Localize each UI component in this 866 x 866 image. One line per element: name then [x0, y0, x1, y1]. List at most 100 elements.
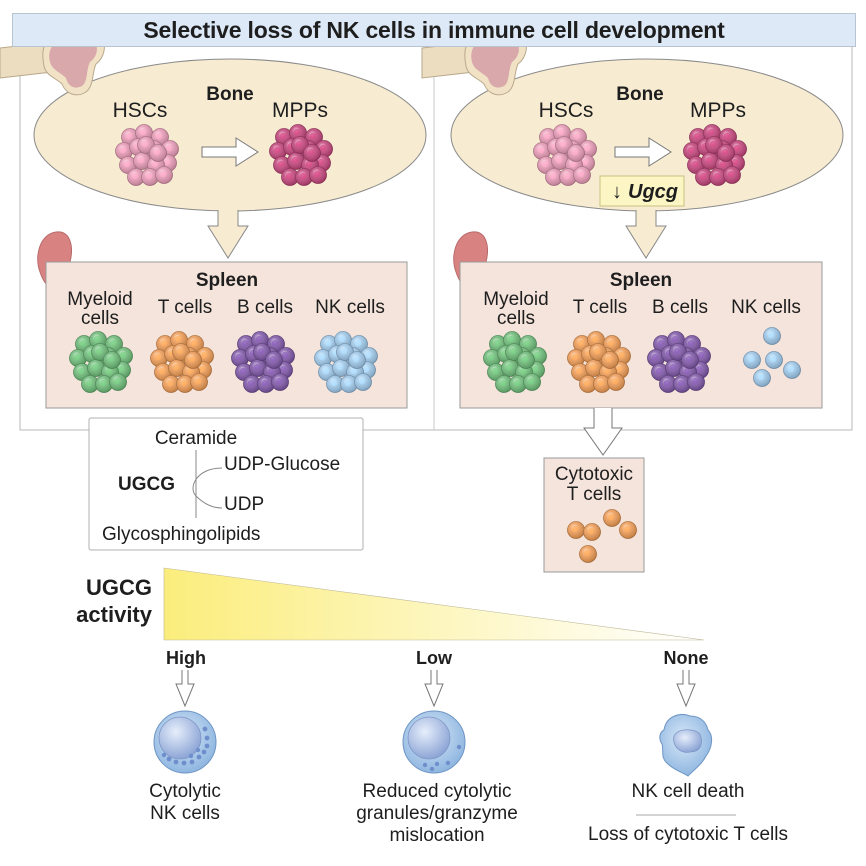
cell-core — [277, 160, 285, 168]
cell-core — [160, 339, 168, 347]
hsc-cluster — [115, 124, 179, 186]
ugcg-down-badge — [599, 175, 685, 207]
cell-core — [77, 367, 85, 375]
cell-core — [261, 379, 269, 387]
ceramide-label: Ceramide — [155, 428, 237, 449]
cell-core — [533, 351, 541, 359]
nk-cell-cluster — [314, 331, 378, 393]
bone-to-spleen-arrow — [207, 210, 249, 259]
activity-wedge — [163, 567, 705, 641]
cell-core — [731, 158, 739, 166]
cell-core — [318, 353, 326, 361]
cell-core — [571, 148, 579, 156]
spleen-label: Spleen — [196, 270, 258, 291]
cell-core — [505, 363, 513, 371]
nk-cells-label: NK cells — [315, 297, 385, 318]
cell-core — [623, 525, 631, 533]
t-cells-label: T cells — [158, 297, 213, 318]
cell-core — [137, 156, 145, 164]
cell-core — [200, 351, 208, 359]
level-low-label: Low — [416, 648, 453, 668]
cell-core — [607, 339, 615, 347]
cell-core — [577, 339, 585, 347]
cell-core — [155, 132, 163, 140]
cytotoxic-label-line1: Cytotoxic — [555, 464, 633, 485]
outcome-high-line2: NK cells — [150, 803, 220, 824]
outcome-none-extra: Loss of cytotoxic T cells — [588, 824, 788, 845]
cell-core — [733, 144, 741, 152]
ugcg-gene-label: Ugcg — [628, 181, 678, 203]
cell-core — [279, 132, 287, 140]
cell-core — [285, 172, 293, 180]
myeloid-cluster — [69, 331, 133, 393]
myeloid-label-line1: Myeloid — [483, 289, 548, 310]
cell-core — [691, 160, 699, 168]
cell-core — [85, 379, 93, 387]
outcome-low-line3: mislocation — [389, 825, 484, 846]
cell-core — [107, 355, 115, 363]
cell-core — [271, 339, 279, 347]
cell-core — [151, 160, 159, 168]
mpp-cluster — [269, 124, 333, 186]
myeloid-label-line2: cells — [81, 308, 119, 329]
cell-core — [354, 339, 362, 347]
cell-core — [105, 367, 113, 375]
cell-core — [91, 363, 99, 371]
spleen-label: Spleen — [610, 270, 672, 291]
reaction-box-frame — [88, 417, 364, 551]
cell-core — [593, 347, 601, 355]
cell-core — [571, 353, 579, 361]
cell-core — [269, 355, 277, 363]
cell-core — [655, 367, 663, 375]
cell-core — [109, 339, 117, 347]
cell-core — [239, 367, 247, 375]
spleen-to-cytotoxic-arrow — [583, 408, 623, 456]
cell-core — [291, 156, 299, 164]
b-cell-cluster — [647, 331, 711, 393]
cell-core — [131, 172, 139, 180]
cell-core — [491, 367, 499, 375]
cell-core — [344, 379, 352, 387]
cosubstrate-arc — [192, 467, 223, 509]
cell-core — [569, 160, 577, 168]
cell-core — [571, 525, 579, 533]
udp-label: UDP — [224, 494, 264, 515]
cell-core — [677, 379, 685, 387]
cell-core — [305, 160, 313, 168]
cell-core — [487, 353, 495, 361]
cell-core — [123, 160, 131, 168]
cell-core — [685, 355, 693, 363]
cell-core — [523, 339, 531, 347]
cell-core — [509, 347, 517, 355]
nk-cell-cluster-sparse — [743, 327, 801, 387]
outcome-high-line1: Cytolytic — [149, 781, 221, 802]
cell-core — [275, 377, 283, 385]
down-arrow-icon: ↓ — [612, 181, 622, 203]
cell-core — [657, 339, 665, 347]
cell-core — [573, 132, 581, 140]
outcome-none-line1: NK cell death — [631, 781, 744, 802]
cell-core — [723, 132, 731, 140]
t-cells-label: T cells — [573, 297, 628, 318]
cell-core — [174, 335, 182, 343]
cell-core — [507, 335, 515, 343]
cell-core — [719, 160, 727, 168]
ugcg-reaction-box: Ceramide UDP-Glucose UDP UGCG Glycosphin… — [88, 417, 364, 551]
cell-core — [241, 339, 249, 347]
cell-core — [513, 379, 521, 387]
b-cell-cluster — [231, 331, 295, 393]
cell-core — [747, 355, 755, 363]
cell-core — [317, 158, 325, 166]
cell-core — [521, 355, 529, 363]
cell-core — [687, 339, 695, 347]
cell-core — [541, 160, 549, 168]
cell-core — [577, 170, 585, 178]
cell-core — [154, 353, 162, 361]
cell-core — [767, 331, 775, 339]
cell-core — [615, 365, 623, 373]
cell-core — [119, 146, 127, 154]
cell-core — [299, 172, 307, 180]
cell-core — [713, 172, 721, 180]
cell-core — [125, 132, 133, 140]
cell-core — [198, 365, 206, 373]
